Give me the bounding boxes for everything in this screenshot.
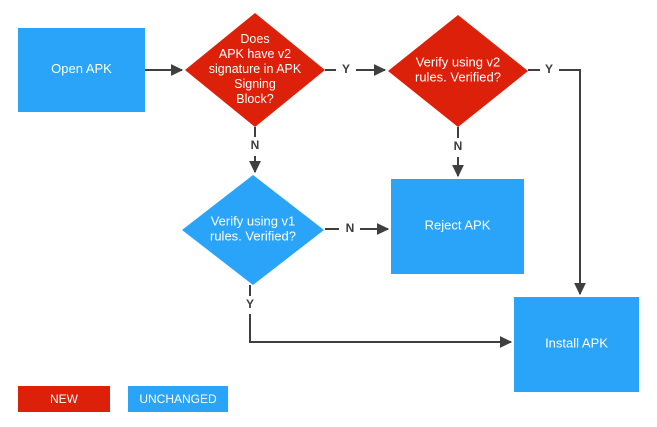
node-label-line: rules. Verified?	[415, 70, 501, 85]
node-label-line: Verify using v1	[211, 214, 296, 229]
edge-v2check-yes: Y	[325, 62, 387, 76]
edge-v2check-no: N	[249, 127, 261, 174]
node-label-line: Signing	[234, 77, 276, 91]
legend-label: UNCHANGED	[139, 392, 217, 406]
node-shape-rect	[18, 28, 145, 112]
edge-segment	[559, 69, 586, 296]
legend-new[interactable]: NEW	[18, 386, 110, 412]
node-shape-diamond	[185, 13, 325, 127]
legend-swatch	[18, 386, 110, 412]
edge-label-v1verify-yes: Y	[246, 297, 254, 311]
node-shape-rect	[391, 179, 524, 274]
node-label-line: rules. Verified?	[210, 229, 296, 244]
node-label-open-apk: Open APK	[51, 61, 112, 76]
node-label-reject-apk: Reject APK	[425, 218, 491, 233]
node-label-line: Install APK	[545, 336, 608, 351]
edges-layer: Y N Y N N Y	[145, 62, 586, 348]
node-label-line: APK have v2	[219, 47, 291, 61]
edge-v1verify-no: N	[325, 221, 390, 235]
edge-label-v1verify-no: N	[346, 221, 355, 235]
edge-segment	[249, 314, 513, 348]
edge-label-v2verify-no: N	[454, 139, 463, 153]
node-shape-diamond	[388, 15, 528, 127]
node-label-line: Does	[240, 32, 269, 46]
node-label-line: Reject APK	[425, 218, 491, 233]
node-open-apk[interactable]: Open APK	[18, 28, 145, 112]
node-shape-rect	[514, 297, 639, 392]
node-reject-apk[interactable]: Reject APK	[391, 179, 524, 274]
edge-v1verify-yes: Y	[246, 285, 513, 348]
edge-label-v2check-yes: Y	[342, 62, 350, 76]
node-label-line: Block?	[236, 92, 274, 106]
edge-v2verify-yes: Y	[528, 62, 586, 296]
legend-label: NEW	[50, 392, 79, 406]
edge-v2verify-no: N	[452, 127, 464, 178]
node-label-line: Verify using v2	[416, 55, 501, 70]
node-label-install-apk: Install APK	[545, 336, 608, 351]
node-label-line: Open APK	[51, 61, 112, 76]
node-label-line: signature in APK	[209, 62, 302, 76]
node-shape-diamond	[182, 175, 324, 285]
edge-label-v2check-no: N	[251, 138, 260, 152]
legend-swatch	[128, 386, 228, 412]
legend-layer: NEW UNCHANGED	[18, 386, 228, 412]
legend-unchanged[interactable]: UNCHANGED	[128, 386, 228, 412]
edge-label-v2verify-yes: Y	[545, 62, 553, 76]
node-install-apk[interactable]: Install APK	[514, 297, 639, 392]
